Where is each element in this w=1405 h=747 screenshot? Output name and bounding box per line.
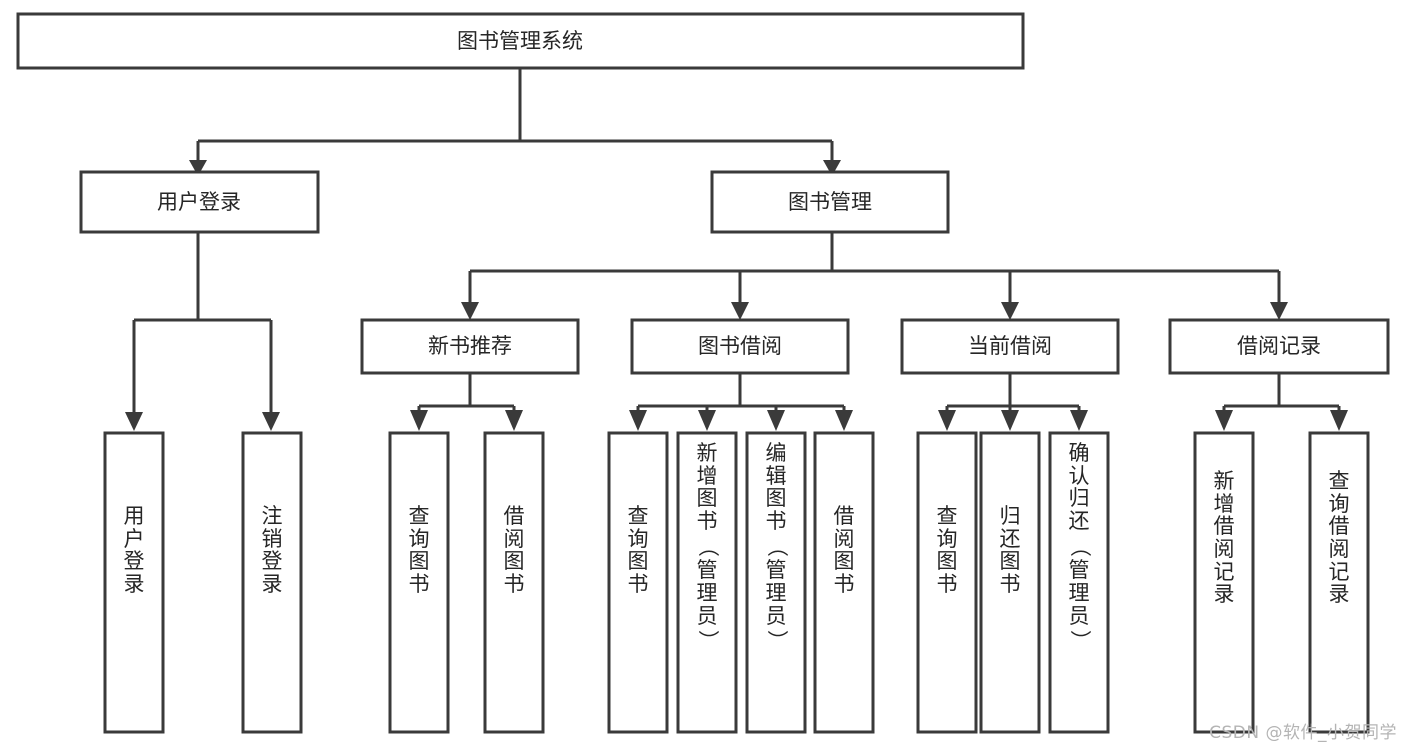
node-leaf-borrow-book-2-box[interactable] xyxy=(813,431,875,734)
arrow-to-leaf-add-borrow-record xyxy=(1215,410,1233,431)
arrow-to-leaf-confirm-return-admin xyxy=(1070,410,1088,431)
node-leaf-return-book-box[interactable] xyxy=(979,431,1041,734)
node-current-borrow-box[interactable] xyxy=(900,318,1120,375)
node-leaf-borrow-book-1-box[interactable] xyxy=(483,431,545,734)
node-current-borrow-label: 当前借阅 xyxy=(968,334,1052,358)
arrow-to-book-borrow xyxy=(731,302,749,320)
node-user-login[interactable]: 用户登录 xyxy=(79,170,320,234)
node-book-borrow-label: 图书借阅 xyxy=(698,334,782,358)
arrow-to-current-borrow xyxy=(1001,302,1019,320)
node-borrow-record[interactable]: 借阅记录 xyxy=(1168,318,1390,375)
node-leaf-query-book-3-box[interactable] xyxy=(916,431,978,734)
node-book-manage[interactable]: 图书管理 xyxy=(710,170,950,234)
node-book-borrow-box[interactable] xyxy=(630,318,850,375)
arrow-to-book-manage xyxy=(823,160,841,176)
connectors xyxy=(125,68,1348,431)
node-borrow-record-label: 借阅记录 xyxy=(1237,334,1321,358)
node-book-borrow[interactable]: 图书借阅 xyxy=(630,318,850,375)
arrow-to-leaf-return-book xyxy=(1001,410,1019,431)
arrow-to-leaf-borrow-book-1 xyxy=(505,410,523,431)
arrow-to-leaf-query-book-2 xyxy=(629,410,647,431)
node-user-login-label: 用户登录 xyxy=(157,190,241,214)
arrow-to-new-book-recommend xyxy=(461,302,479,320)
node-root-box[interactable] xyxy=(16,12,1025,70)
node-root[interactable]: 图书管理系统 xyxy=(16,12,1025,70)
arrow-to-leaf-add-book-admin xyxy=(698,410,716,431)
arrow-to-leaf-query-book-3 xyxy=(938,410,956,431)
node-leaf-add-borrow-record-box[interactable] xyxy=(1193,431,1255,734)
node-user-login-box[interactable] xyxy=(79,170,320,234)
node-leaf-logout-login-box[interactable] xyxy=(241,431,303,734)
csdn-watermark: CSDN @软件_小贺同学 xyxy=(1209,723,1397,743)
node-root-label: 图书管理系统 xyxy=(457,29,583,53)
arrow-to-leaf-user-login xyxy=(125,412,143,431)
node-new-book-recommend-label: 新书推荐 xyxy=(428,334,512,358)
node-new-book-recommend[interactable]: 新书推荐 xyxy=(360,318,580,375)
arrow-to-leaf-borrow-book-2 xyxy=(835,410,853,431)
node-new-book-recommend-box[interactable] xyxy=(360,318,580,375)
arrow-to-leaf-logout-login xyxy=(262,412,280,431)
node-leaf-add-book-admin-box[interactable] xyxy=(676,431,738,734)
node-borrow-record-box[interactable] xyxy=(1168,318,1390,375)
node-leaf-edit-book-admin-box[interactable] xyxy=(745,431,807,734)
node-book-manage-label: 图书管理 xyxy=(788,190,872,214)
node-leaf-confirm-return-admin-box[interactable] xyxy=(1048,431,1110,734)
node-book-manage-box[interactable] xyxy=(710,170,950,234)
arrow-to-leaf-query-book-1 xyxy=(410,410,428,431)
arrow-to-borrow-record xyxy=(1270,302,1288,320)
node-leaf-query-borrow-record-box[interactable] xyxy=(1308,431,1370,734)
node-leaf-user-login-box[interactable] xyxy=(103,431,165,734)
leaf-boxes xyxy=(103,431,1370,734)
node-leaf-query-book-2-box[interactable] xyxy=(607,431,669,734)
arrow-to-leaf-edit-book-admin xyxy=(767,410,785,431)
arrow-to-leaf-query-borrow-record xyxy=(1330,410,1348,431)
node-current-borrow[interactable]: 当前借阅 xyxy=(900,318,1120,375)
arrow-to-user-login xyxy=(189,160,207,176)
node-leaf-query-book-1-box[interactable] xyxy=(388,431,450,734)
